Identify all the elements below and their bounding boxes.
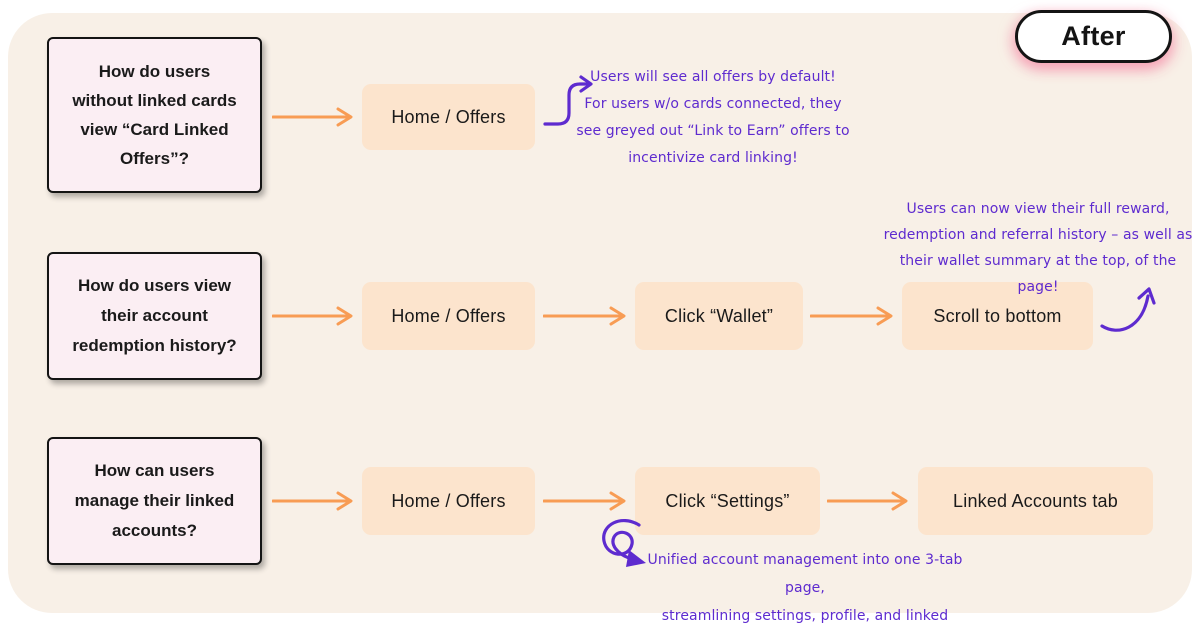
question-line: Offers”? (120, 149, 189, 168)
question-line: redemption history? (72, 336, 237, 355)
step-click-wallet: Click “Wallet” (635, 282, 803, 350)
question-box-linked-accounts: How can users manage their linked accoun… (47, 437, 262, 565)
annotation-line: see greyed out “Link to Earn” offers to (576, 123, 850, 139)
step-linked-accounts-tab: Linked Accounts tab (918, 467, 1153, 535)
after-badge-label: After (1061, 21, 1126, 51)
question-box-card-linked-offers: How do users without linked cards view “… (47, 37, 262, 193)
step-label: Click “Wallet” (664, 305, 774, 326)
curved-arrow-icon (1100, 287, 1156, 332)
squiggle-arrow-icon (543, 75, 593, 126)
question-line: How can users (94, 461, 215, 480)
question-line: view “Card Linked (80, 120, 229, 139)
annotation-line: redemption and referral history – as wel… (883, 227, 1193, 243)
question-line: manage their linked (74, 491, 235, 510)
flow-arrow-icon (272, 107, 353, 127)
step-home-offers-row1: Home / Offers (362, 84, 535, 150)
annotation-line: their wallet summary at the top, of the … (899, 253, 1177, 295)
flow-arrow-icon (272, 306, 353, 326)
question-box-redemption-history: How do users view their account redempti… (47, 252, 262, 380)
annotation-row3: Unified account management into one 3-ta… (630, 546, 980, 630)
step-label: Home / Offers (391, 490, 506, 511)
after-badge: After (1015, 10, 1172, 63)
question-line: their account (101, 306, 208, 325)
annotation-row1: Users will see all offers by default! Fo… (563, 64, 863, 172)
step-home-offers-row2: Home / Offers (362, 282, 535, 350)
question-line: without linked cards (72, 91, 237, 110)
step-scroll-to-bottom: Scroll to bottom (902, 282, 1093, 350)
flow-arrow-icon (543, 491, 626, 511)
step-label: Linked Accounts tab (953, 490, 1118, 511)
annotation-line: Unified account management into one 3-ta… (647, 552, 963, 596)
step-label: Scroll to bottom (933, 305, 1062, 326)
step-label: Home / Offers (391, 305, 506, 326)
step-label: Home / Offers (391, 106, 506, 127)
annotation-line: For users w/o cards connected, they (584, 96, 842, 112)
loop-arrow-icon (602, 519, 646, 567)
flow-arrow-icon (810, 306, 893, 326)
annotation-line: Users will see all offers by default! (590, 69, 836, 85)
annotation-row2: Users can now view their full reward, re… (878, 196, 1198, 300)
annotation-line: incentivize card linking! (628, 150, 798, 166)
question-line: accounts? (111, 521, 198, 540)
step-label: Click “Settings” (665, 490, 790, 511)
step-click-settings: Click “Settings” (635, 467, 820, 535)
flow-arrow-icon (827, 491, 908, 511)
flow-arrow-icon (543, 306, 626, 326)
question-line: How do users (98, 62, 211, 81)
flow-arrow-icon (272, 491, 353, 511)
question-line: How do users view (77, 276, 232, 295)
step-home-offers-row3: Home / Offers (362, 467, 535, 535)
annotation-line: Users can now view their full reward, (906, 201, 1170, 217)
annotation-line: streamlining settings, profile, and link… (661, 608, 949, 624)
